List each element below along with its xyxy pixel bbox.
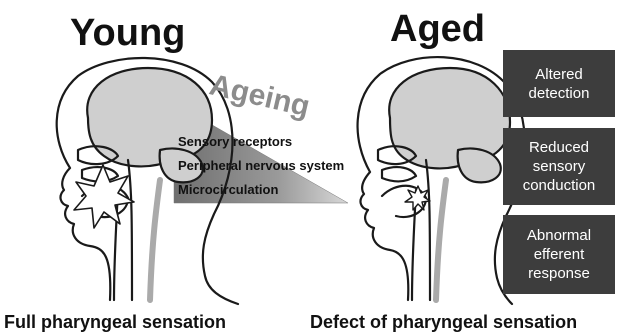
aged-pharynx: [412, 160, 430, 300]
aged-head-illustration: [358, 57, 525, 304]
young-caption: Full pharyngeal sensation: [4, 312, 226, 333]
effect-box-altered-detection: Altered detection: [503, 50, 615, 117]
aged-spine: [436, 180, 446, 300]
aged-caption: Defect of pharyngeal sensation: [310, 312, 577, 333]
factor-sensory-receptors: Sensory receptors: [178, 134, 292, 149]
effect-label: Altered detection: [509, 65, 609, 103]
effect-box-abnormal-efferent-response: Abnormal efferent response: [503, 215, 615, 294]
young-spine: [150, 180, 160, 300]
young-brain: [87, 68, 212, 166]
young-title: Young: [70, 14, 185, 52]
aged-sensation-burst: [405, 186, 430, 210]
factor-microcirculation: Microcirculation: [178, 182, 278, 197]
effect-label: Reduced sensory conduction: [509, 138, 609, 195]
aged-title: Aged: [390, 10, 485, 48]
effect-box-reduced-sensory-conduction: Reduced sensory conduction: [503, 128, 615, 205]
factor-peripheral-nervous-system: Peripheral nervous system: [178, 158, 344, 173]
effect-label: Abnormal efferent response: [509, 226, 609, 283]
